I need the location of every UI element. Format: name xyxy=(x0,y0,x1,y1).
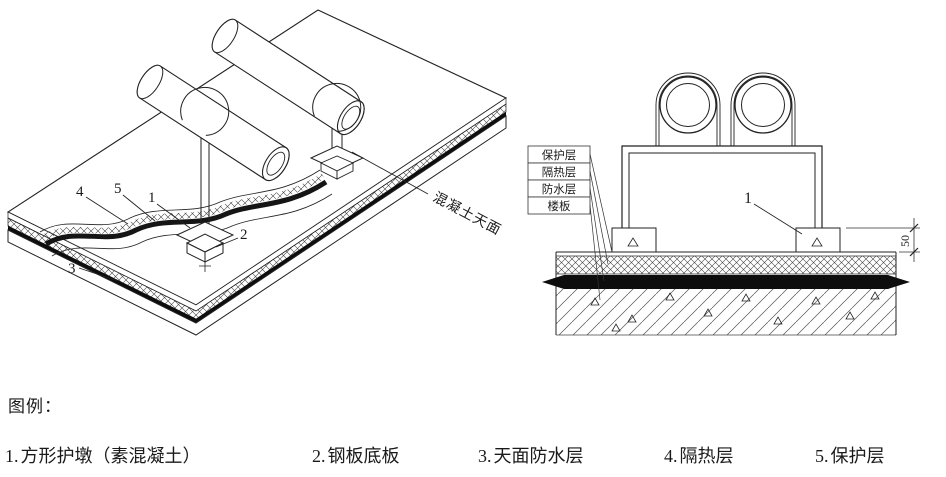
waterproof-layer-band xyxy=(542,275,910,289)
anchor-cross-mark xyxy=(199,260,211,272)
legend-item-5-num: 5. xyxy=(815,446,829,466)
callout-1: 1 xyxy=(744,190,752,207)
peeled-insulation-strip xyxy=(41,173,325,241)
legend-item-3: 3.天面防水层 xyxy=(478,442,584,468)
pipe-section-right xyxy=(734,76,792,134)
rear-pipe xyxy=(211,18,365,136)
legend-item-1-num: 1. xyxy=(5,446,19,466)
roof-layers-section xyxy=(542,251,910,289)
section-view-drawing: 保护层 隔热层 防水层 楼板 50 1 xyxy=(527,72,920,336)
layer-label-stack: 保护层 隔热层 防水层 楼板 xyxy=(527,145,613,301)
callout-2: 2 xyxy=(240,227,248,243)
concrete-mark xyxy=(627,237,639,247)
label-protective-layer: 保护层 xyxy=(542,148,577,162)
pipe-wall-inner-edge xyxy=(266,151,286,176)
surface-label-group: 混凝土天面 xyxy=(430,189,504,238)
legend-item-3-label: 天面防水层 xyxy=(493,446,584,466)
isometric-view-drawing: 4 5 1 2 3 混凝土天面 xyxy=(6,9,508,336)
pipe-clamps xyxy=(180,82,362,136)
concrete-aggregate-marks xyxy=(590,291,880,332)
label-floor-slab: 楼板 xyxy=(548,199,571,213)
section-callout-1: 1 xyxy=(744,190,803,235)
callout-numbers: 4 5 1 2 3 xyxy=(68,181,248,277)
pipe-straps xyxy=(655,72,796,146)
slab-edge-layers xyxy=(7,97,507,336)
concrete-mark xyxy=(811,237,823,247)
legend-item-2-label: 钢板底板 xyxy=(327,446,400,466)
dimension-50-text: 50 xyxy=(898,235,912,247)
legend-item-3-num: 3. xyxy=(478,446,492,466)
edge-waterproof-band xyxy=(8,112,506,323)
edge-slab-band xyxy=(7,115,507,336)
concrete-roof-surface-label: 混凝土天面 xyxy=(430,189,504,238)
legend-item-2-num: 2. xyxy=(312,446,326,466)
legend-item-4-num: 4. xyxy=(664,446,678,466)
support-frame xyxy=(621,145,823,228)
dimension-ticks xyxy=(909,223,919,257)
legend-item-5-label: 保护层 xyxy=(830,446,885,466)
callout-3: 3 xyxy=(68,261,76,277)
legend-item-1: 1.方形护墩（素混凝土） xyxy=(5,442,201,468)
callout-5: 5 xyxy=(114,181,122,197)
legend-row: 1.方形护墩（素混凝土） 2.钢板底板 3.天面防水层 4.隔热层 5.保护层 xyxy=(0,442,946,472)
legend-item-2: 2.钢板底板 xyxy=(312,442,400,468)
pier-right xyxy=(795,227,841,253)
legend-item-4-label: 隔热层 xyxy=(679,446,734,466)
pipe-section-left xyxy=(659,76,717,134)
label-insulation-layer: 隔热层 xyxy=(542,166,577,179)
dimension-50: 50 xyxy=(846,218,920,262)
legend-item-4: 4.隔热层 xyxy=(664,442,734,468)
insulation-layer-band xyxy=(555,255,897,275)
legend-title: 图例： xyxy=(8,397,62,416)
callout-4: 4 xyxy=(76,184,84,200)
pier-left xyxy=(611,227,657,253)
layer-label-leaders xyxy=(589,153,613,301)
label-waterproof-layer: 防水层 xyxy=(542,182,577,196)
concrete-pier xyxy=(185,233,225,263)
legend-item-1-label: 方形护墩（素混凝土） xyxy=(20,446,201,466)
legend-item-5: 5.保护层 xyxy=(815,442,885,468)
front-pipe xyxy=(136,64,290,182)
floor-slab-section xyxy=(555,252,897,336)
callout-1: 1 xyxy=(148,190,156,206)
callout-leader-lines xyxy=(78,151,429,282)
